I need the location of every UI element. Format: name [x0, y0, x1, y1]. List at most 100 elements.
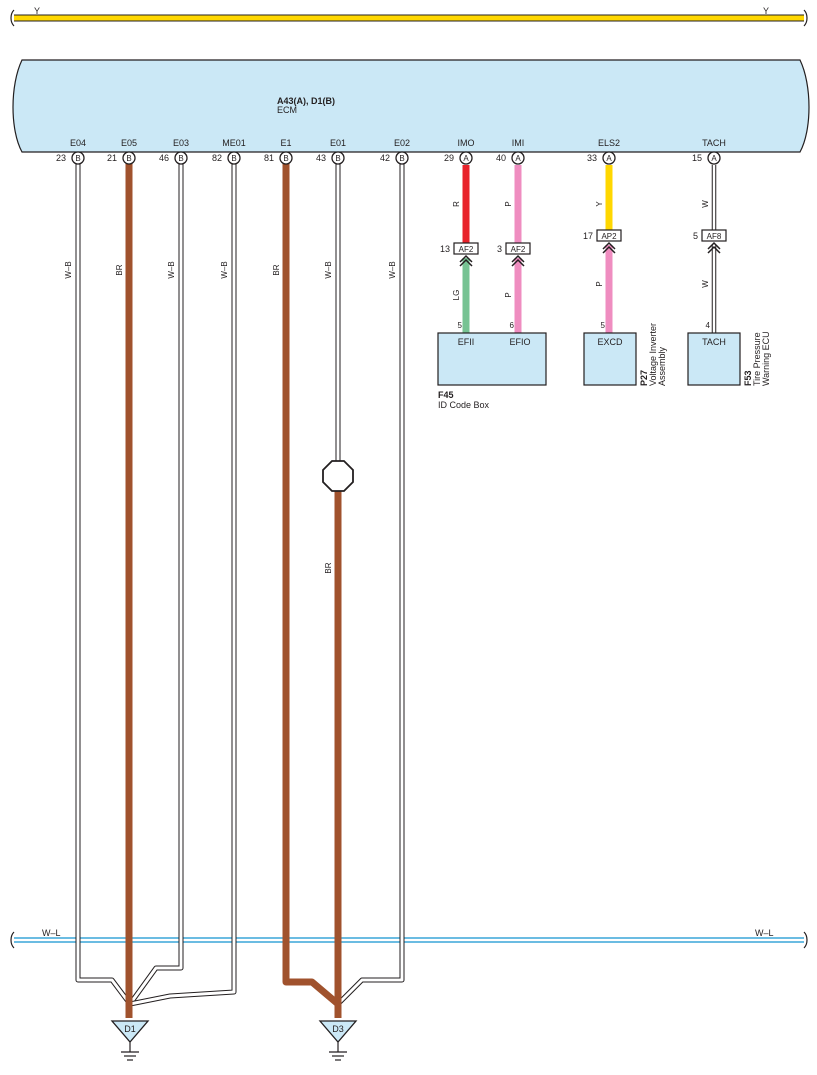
- component-pin-number: 4: [706, 321, 711, 330]
- ecm-pin-label-els2: ELS2: [598, 138, 620, 148]
- pin-number: 43: [316, 153, 326, 163]
- pin-number: 40: [496, 153, 506, 163]
- pin-terminal-imi: 40 A: [496, 151, 525, 165]
- junction-code: AP2: [601, 232, 617, 241]
- wire-label-me01: W–B: [220, 261, 229, 278]
- component-pin-number: 6: [510, 321, 515, 330]
- wire-label-imi-lower: P: [504, 292, 513, 297]
- pin-connector-letter: A: [711, 154, 717, 163]
- ecm-pin-terminals: 23 B 21 B 46 B 82 B 81 B 43 B: [56, 151, 721, 165]
- component-name: ID Code Box: [438, 400, 490, 410]
- pin-terminal-els2: 33 A: [587, 151, 616, 165]
- ground-point-d1: D1: [110, 1020, 150, 1061]
- ecm-pin-label-e02: E02: [394, 138, 410, 148]
- component-terminal-label: TACH: [702, 337, 726, 347]
- wire-color-labels: W–B BR W–B W–B BR W–B BR W–B R LG P P Y …: [64, 200, 710, 574]
- junction-af8-tach: 5 AF8: [693, 229, 727, 254]
- wire-label-tach: W: [701, 200, 710, 208]
- component-name-line1: Tire Pressure: [752, 332, 762, 386]
- pin-number: 33: [587, 153, 597, 163]
- pin-terminal-e04: 23 B: [56, 151, 85, 165]
- pin-connector-letter: B: [126, 154, 131, 163]
- pin-connector-letter: B: [335, 154, 340, 163]
- pin-number: 15: [692, 153, 702, 163]
- pin-connector-letter: B: [399, 154, 404, 163]
- component-name-line2: Warning ECU: [761, 331, 771, 386]
- ground-point-d3: D3: [318, 1020, 358, 1061]
- ground-symbol-icon: [121, 1042, 139, 1061]
- power-bus-label-left: Y: [34, 6, 40, 16]
- ecm-pin-label-imi: IMI: [512, 138, 525, 148]
- ecm-pin-label-e04: E04: [70, 138, 86, 148]
- component-pin-number: 5: [458, 321, 463, 330]
- wire-label-els2-lower: P: [595, 281, 604, 286]
- ecm-pin-label-e03: E03: [173, 138, 189, 148]
- pin-number: 81: [264, 153, 274, 163]
- wire-label-e05: BR: [115, 264, 124, 275]
- pin-number: 29: [444, 153, 454, 163]
- br-wires: [125, 163, 342, 1018]
- pin-connector-letter: A: [463, 154, 469, 163]
- pin-terminal-e01: 43 B: [316, 151, 345, 165]
- ground-bus-label-left: W–L: [42, 928, 61, 938]
- ecm-pin-label-tach: TACH: [702, 138, 726, 148]
- junction-pin-number: 3: [497, 244, 502, 254]
- component-code: F53: [743, 370, 753, 386]
- junction-pin-number: 17: [583, 231, 593, 241]
- component-f53-tire-pressure-ecu: 4 TACH F53 Tire Pressure Warning ECU: [687, 321, 771, 386]
- wire-label-e1: BR: [272, 264, 281, 275]
- component-p27-voltage-inverter: 5 EXCD P27 Voltage Inverter Assembly: [583, 321, 667, 386]
- junction-ap2-els2: 17 AP2: [583, 229, 622, 254]
- ecm-pin-label-e05: E05: [121, 138, 137, 148]
- pin-number: 23: [56, 153, 66, 163]
- pin-number: 21: [107, 153, 117, 163]
- splice-point-octagon: [322, 460, 354, 492]
- wire-label-e04: W–B: [64, 261, 73, 278]
- connector-chevron-icon: [511, 254, 525, 267]
- component-code: P27: [639, 370, 649, 386]
- junction-code: AF8: [707, 232, 722, 241]
- pin-terminal-tach: 15 A: [692, 151, 721, 165]
- wire-label-e03: W–B: [167, 261, 176, 278]
- pin-connector-letter: A: [515, 154, 521, 163]
- wire-label-e01: W–B: [324, 261, 333, 278]
- wire-label-imo-lower: LG: [452, 290, 461, 301]
- ground-symbol-icon: [329, 1042, 347, 1061]
- power-bus-label-right: Y: [763, 6, 769, 16]
- pin-connector-letter: B: [231, 154, 236, 163]
- wire-label-e02: W–B: [388, 261, 397, 278]
- component-terminal-label: EFIO: [509, 337, 530, 347]
- junction-code: AF2: [459, 245, 474, 254]
- connector-chevron-icon: [459, 254, 473, 267]
- ecm-connector-code: A43(A), D1(B): [277, 96, 335, 106]
- junction-connectors: 13 AF2 3 AF2 17 AP2 5 AF8: [440, 229, 727, 267]
- ground-bus-label-right: W–L: [755, 928, 774, 938]
- wire-label-e01-after-splice: BR: [324, 562, 333, 573]
- pin-terminal-e05: 21 B: [107, 151, 136, 165]
- pin-terminal-imo: 29 A: [444, 151, 473, 165]
- component-terminal-label: EXCD: [597, 337, 623, 347]
- wire-label-els2: Y: [595, 201, 604, 207]
- pin-terminal-me01: 82 B: [212, 151, 241, 165]
- junction-af2-imi: 3 AF2: [497, 242, 531, 267]
- junction-pin-number: 5: [693, 231, 698, 241]
- w-b-wires: [75, 163, 405, 1007]
- pin-connector-letter: B: [178, 154, 183, 163]
- ground-label: D3: [332, 1024, 344, 1034]
- wire-label-imi: P: [504, 201, 513, 206]
- component-name-line2: Assembly: [657, 346, 667, 386]
- component-name-line1: Voltage Inverter: [648, 323, 658, 386]
- pin-number: 82: [212, 153, 222, 163]
- ground-label: D1: [124, 1024, 136, 1034]
- pin-connector-letter: B: [283, 154, 288, 163]
- power-bus-y: Y Y: [10, 6, 808, 27]
- junction-pin-number: 13: [440, 244, 450, 254]
- ecm-box: A43(A), D1(B) ECM E04 E05 E03 ME01 E1 E0…: [12, 59, 810, 153]
- pin-terminal-e03: 46 B: [159, 151, 188, 165]
- wire-label-imo: R: [452, 201, 461, 207]
- ecm-name: ECM: [277, 105, 297, 115]
- pin-terminal-e1: 81 B: [264, 151, 293, 165]
- ecm-pin-label-imo: IMO: [458, 138, 475, 148]
- component-f45-id-code-box: 5 6 EFII EFIO F45 ID Code Box: [437, 321, 547, 410]
